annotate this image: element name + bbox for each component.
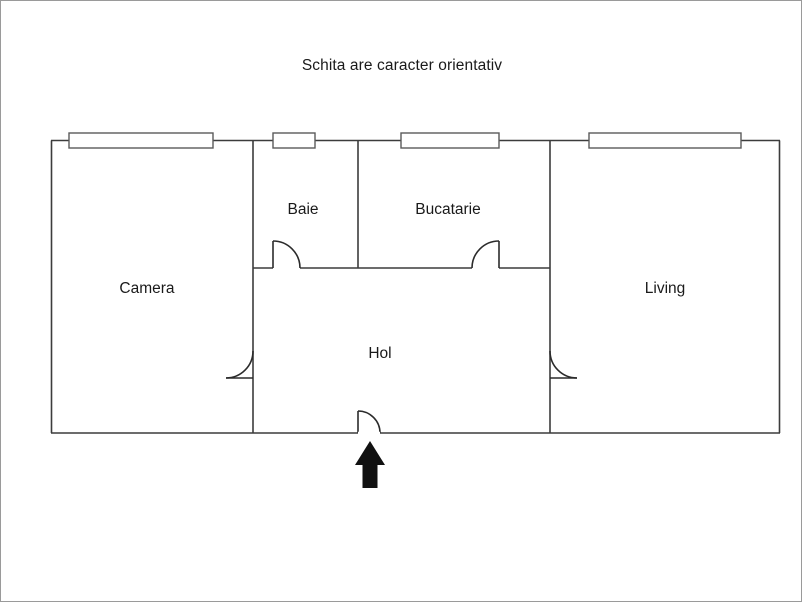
entrance-arrow-shape [355, 441, 385, 488]
door-baie [272, 240, 301, 269]
window-bucatarie [400, 132, 500, 149]
doors [225, 240, 578, 435]
room-label-hol: Hol [368, 345, 391, 362]
room-label-living: Living [645, 280, 686, 297]
door-living [549, 350, 578, 379]
door-bucatarie [471, 240, 500, 269]
door-baie-arc [272, 240, 301, 269]
door-living-arc [549, 350, 578, 379]
door-bucatarie-arc [471, 240, 500, 269]
windows [68, 132, 742, 149]
entrance-arrow [355, 441, 385, 488]
room-label-camera: Camera [119, 280, 175, 297]
door-entrance-arc [357, 410, 381, 434]
interior-walls [252, 140, 551, 433]
door-camera-arc [225, 350, 254, 379]
page-title: Schita are caracter orientativ [301, 57, 503, 74]
window-camera [68, 132, 214, 149]
room-labels: Camera Baie Bucatarie Hol Living [119, 201, 685, 362]
window-living [588, 132, 742, 149]
window-baie [272, 132, 316, 149]
door-entrance [357, 410, 381, 434]
room-label-bucatarie: Bucatarie [415, 201, 480, 218]
room-label-baie: Baie [287, 201, 318, 218]
door-camera [225, 350, 254, 379]
